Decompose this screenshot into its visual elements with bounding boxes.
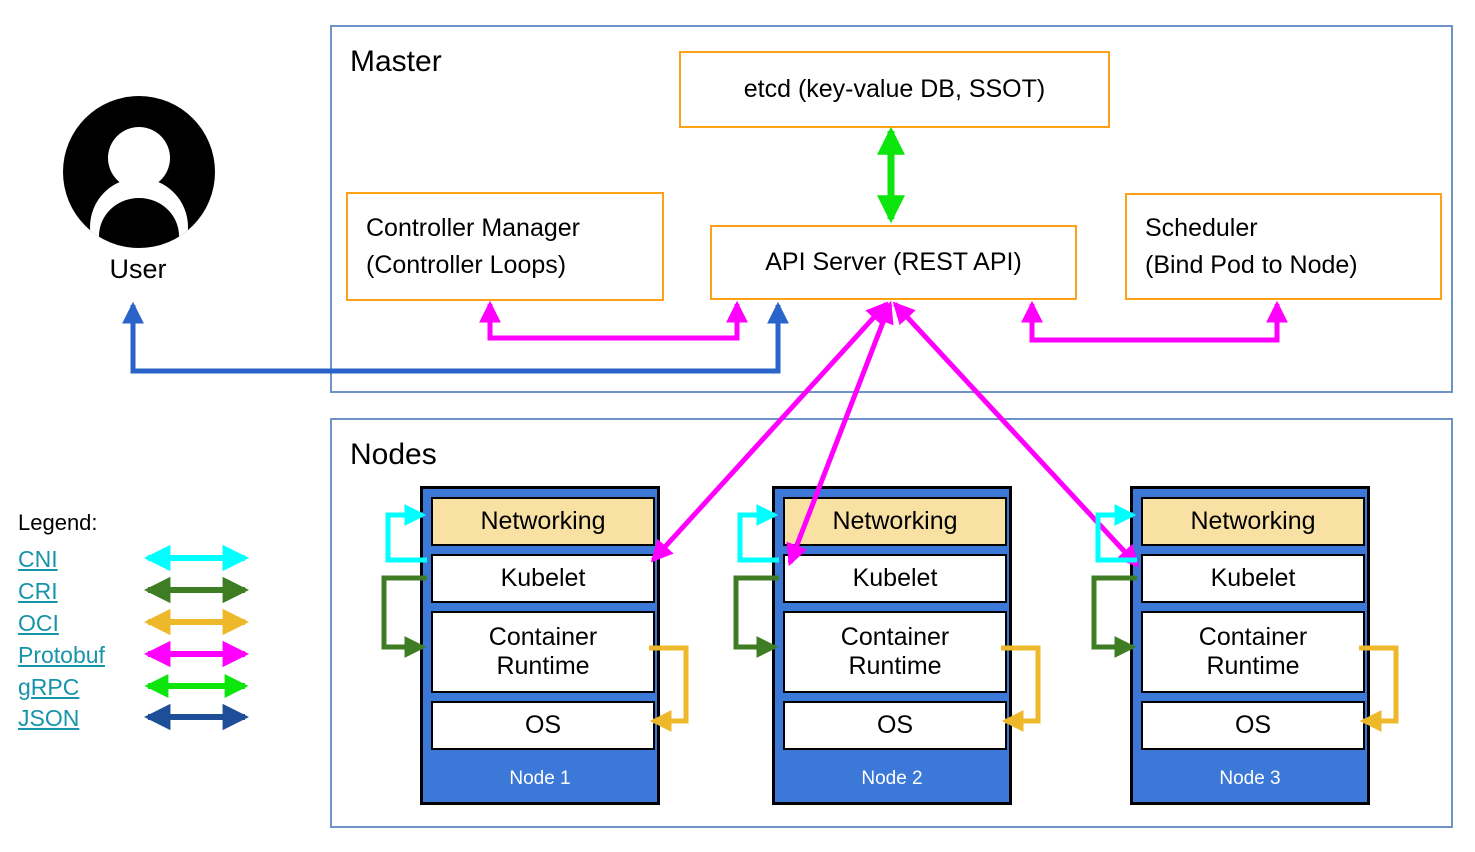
- user-icon: [63, 96, 215, 248]
- legend-item-grpc: gRPC: [18, 671, 105, 703]
- legend-link-protobuf[interactable]: Protobuf: [18, 641, 105, 668]
- node-stack-1: Networking Kubelet Container Runtime OS …: [420, 486, 660, 805]
- node-stack-3: Networking Kubelet Container Runtime OS …: [1130, 486, 1370, 805]
- legend-link-json[interactable]: JSON: [18, 705, 80, 732]
- networking-box: Networking: [783, 497, 1007, 546]
- os-box: OS: [783, 701, 1007, 750]
- container-runtime-box: Container Runtime: [431, 611, 655, 693]
- kubelet-box: Kubelet: [1141, 554, 1365, 603]
- user-label: User: [109, 254, 167, 284]
- legend-item-protobuf: Protobuf: [18, 639, 105, 671]
- legend-link-cri[interactable]: CRI: [18, 578, 58, 605]
- legend-item-json: JSON: [18, 703, 105, 735]
- etcd-box: etcd (key-value DB, SSOT): [679, 51, 1110, 128]
- nodes-title: Nodes: [350, 438, 437, 471]
- scheduler-label-line1: Scheduler: [1145, 214, 1258, 243]
- os-box: OS: [1141, 701, 1365, 750]
- controller-manager-label-line2: (Controller Loops): [366, 250, 567, 279]
- node-name-label: Node 3: [1219, 768, 1281, 789]
- controller-manager-label-line1: Controller Manager: [366, 214, 580, 243]
- container-runtime-box: Container Runtime: [1141, 611, 1365, 693]
- legend-item-oci: OCI: [18, 608, 105, 640]
- master-title: Master: [350, 45, 442, 78]
- node-stack-2: Networking Kubelet Container Runtime OS …: [772, 486, 1012, 805]
- legend-item-cni: CNI: [18, 544, 105, 576]
- legend-link-cni[interactable]: CNI: [18, 546, 58, 573]
- etcd-label: etcd (key-value DB, SSOT): [743, 75, 1046, 104]
- container-runtime-box: Container Runtime: [783, 611, 1007, 693]
- node-name-label: Node 1: [509, 768, 571, 789]
- legend: Legend: CNI CRI OCI Protobuf gRPC JSON: [18, 510, 105, 735]
- scheduler-label-line2: (Bind Pod to Node): [1145, 250, 1358, 279]
- nodes-region-box: Nodes Networking Kubelet Container Runti…: [330, 418, 1453, 828]
- api-server-label: API Server (REST API): [765, 248, 1022, 277]
- api-server-box: API Server (REST API): [710, 225, 1077, 300]
- networking-box: Networking: [431, 497, 655, 546]
- kubelet-box: Kubelet: [783, 554, 1007, 603]
- legend-title: Legend:: [18, 510, 98, 535]
- os-box: OS: [431, 701, 655, 750]
- node-name-label: Node 2: [861, 768, 923, 789]
- controller-manager-box: Controller Manager (Controller Loops): [346, 192, 664, 301]
- scheduler-box: Scheduler (Bind Pod to Node): [1125, 193, 1442, 300]
- legend-link-grpc[interactable]: gRPC: [18, 673, 80, 700]
- kubelet-box: Kubelet: [431, 554, 655, 603]
- legend-item-cri: CRI: [18, 576, 105, 608]
- legend-link-oci[interactable]: OCI: [18, 609, 59, 636]
- networking-box: Networking: [1141, 497, 1365, 546]
- master-region-box: Master etcd (key-value DB, SSOT) Control…: [330, 25, 1453, 393]
